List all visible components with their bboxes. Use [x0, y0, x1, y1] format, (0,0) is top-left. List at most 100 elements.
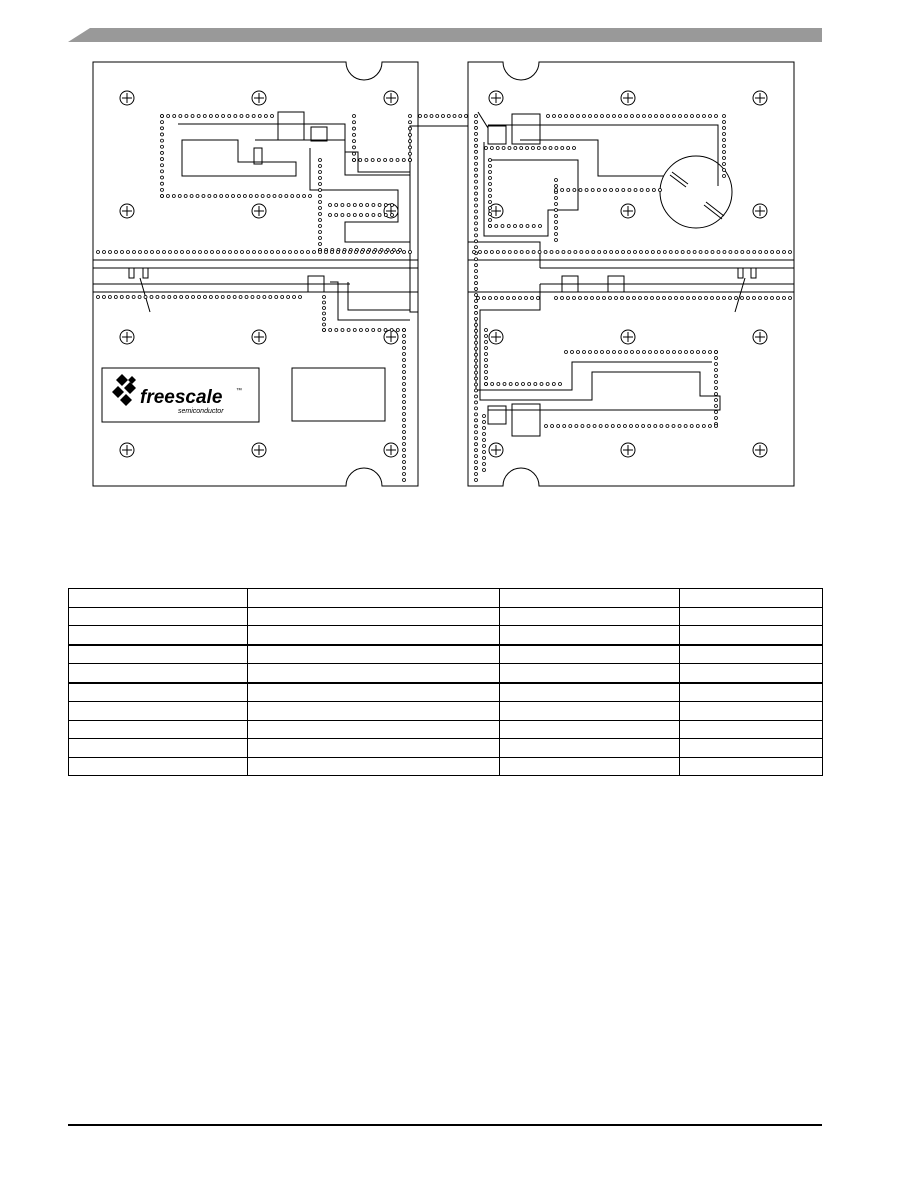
via-dot	[554, 188, 558, 192]
via-dot	[238, 295, 243, 299]
table-cell	[68, 738, 248, 758]
via-dot	[286, 295, 291, 299]
via-dot	[702, 350, 706, 354]
via-dot	[340, 203, 345, 207]
via-dot	[171, 194, 176, 198]
via-dot	[365, 328, 369, 332]
via-dot	[263, 114, 268, 118]
via-dot	[290, 194, 295, 198]
via-dot	[507, 250, 512, 254]
via-dot	[660, 114, 664, 118]
via-dot	[474, 406, 478, 411]
via-dot	[474, 275, 478, 280]
via-dot	[615, 250, 619, 254]
via-dot	[474, 191, 478, 196]
via-dot	[689, 424, 694, 428]
table-cell	[499, 625, 680, 645]
via-dot	[226, 295, 231, 299]
via-dot	[215, 114, 219, 118]
via-dot	[484, 334, 488, 338]
via-dot	[125, 295, 130, 299]
via-dot	[96, 295, 100, 299]
via-dot	[572, 146, 576, 150]
via-dot	[474, 137, 478, 142]
via-dot	[714, 404, 718, 408]
via-dot	[683, 424, 688, 428]
via-dot	[564, 350, 568, 354]
via-dot	[558, 114, 562, 118]
via-dot	[484, 370, 488, 374]
via-dot	[776, 296, 780, 300]
via-dot	[474, 400, 478, 405]
via-dot	[500, 224, 505, 228]
via-dot	[383, 328, 388, 332]
via-dot	[572, 188, 577, 192]
via-dot	[722, 156, 726, 160]
via-dot	[488, 296, 492, 300]
via-dot	[533, 382, 538, 386]
via-dot	[525, 146, 529, 150]
via-dot	[639, 250, 643, 254]
via-dot	[383, 213, 388, 217]
via-dot	[216, 250, 220, 254]
via-dot	[696, 350, 700, 354]
via-dot	[527, 382, 532, 386]
via-dot	[474, 215, 478, 220]
via-dot	[390, 203, 394, 207]
component-c1	[277, 111, 305, 141]
via-dot	[270, 114, 274, 118]
via-dot	[208, 114, 213, 118]
via-dot	[318, 230, 322, 234]
via-dot	[174, 250, 178, 254]
via-dot	[401, 158, 406, 162]
via-dot	[645, 188, 650, 192]
via-dot	[177, 194, 182, 198]
via-dot	[488, 224, 492, 228]
via-dot	[137, 295, 142, 299]
via-dot	[722, 114, 726, 118]
via-dot	[722, 144, 726, 148]
via-dot	[609, 188, 613, 192]
via-dot	[294, 250, 298, 254]
via-dot	[365, 213, 370, 217]
via-dot	[740, 250, 745, 254]
via-dot	[554, 184, 558, 188]
via-dot	[474, 245, 478, 250]
via-dot	[648, 350, 652, 354]
right-board-outline	[467, 61, 795, 487]
via-dot	[554, 220, 558, 224]
via-dot	[482, 444, 486, 448]
via-dot	[554, 178, 558, 182]
via-dot	[573, 250, 578, 254]
mounting-hole-icon	[119, 329, 135, 345]
via-dot	[474, 305, 478, 309]
via-dot	[474, 161, 478, 166]
via-dot	[746, 250, 751, 254]
table-cell	[679, 719, 823, 739]
mounting-hole-icon	[620, 203, 636, 219]
via-dot	[482, 456, 486, 460]
via-dot	[598, 424, 603, 428]
via-dot	[474, 132, 478, 136]
via-dot	[131, 295, 136, 299]
mounting-hole-icon	[620, 90, 636, 106]
via-dot	[322, 328, 326, 332]
via-dot	[722, 250, 727, 254]
via-dot	[408, 158, 412, 162]
via-dot	[506, 224, 511, 228]
via-dot	[474, 328, 478, 333]
via-dot	[596, 188, 601, 192]
via-dot	[408, 132, 412, 137]
via-dot	[395, 158, 400, 162]
via-dot	[542, 146, 547, 150]
via-dot	[588, 350, 592, 354]
via-dot	[252, 250, 256, 254]
via-dot	[166, 114, 171, 118]
via-dot	[474, 239, 478, 244]
via-dot	[402, 382, 406, 386]
via-dot	[482, 468, 486, 472]
via-dot	[318, 218, 322, 222]
via-dot	[556, 424, 561, 428]
via-dot	[160, 114, 164, 118]
via-dot	[396, 250, 400, 254]
